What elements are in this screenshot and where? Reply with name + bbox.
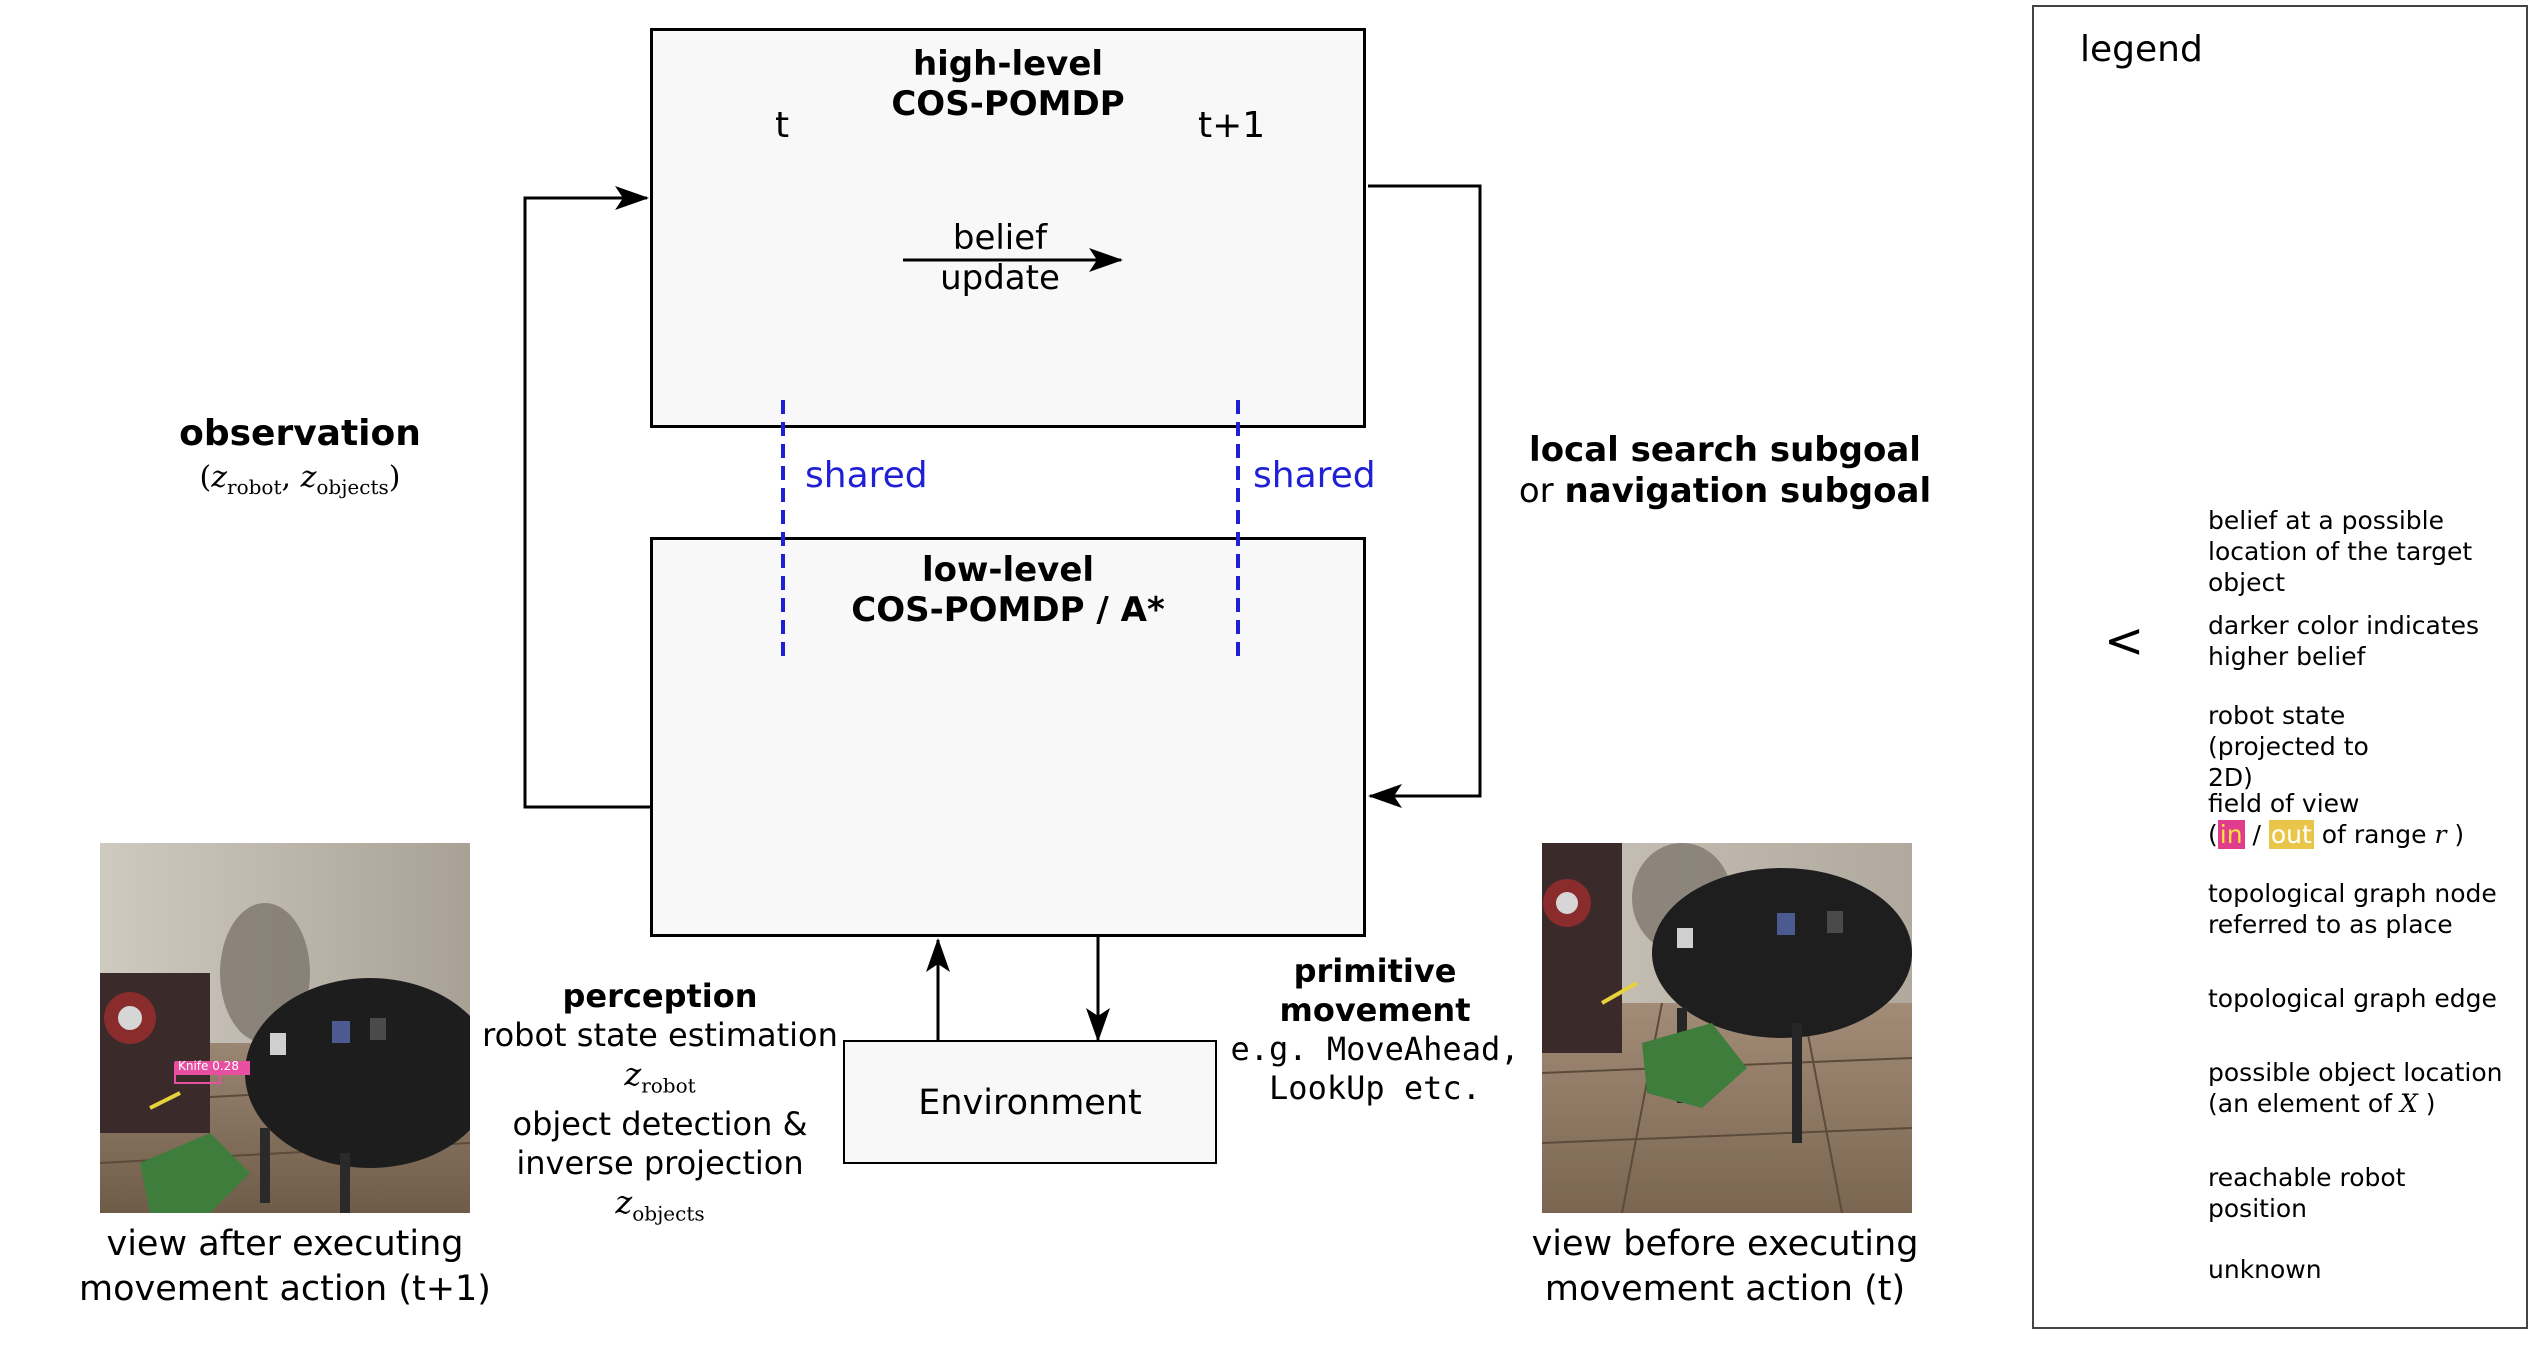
subgoal-arrow [1368,184,1482,808]
observation-arrow [523,186,650,809]
